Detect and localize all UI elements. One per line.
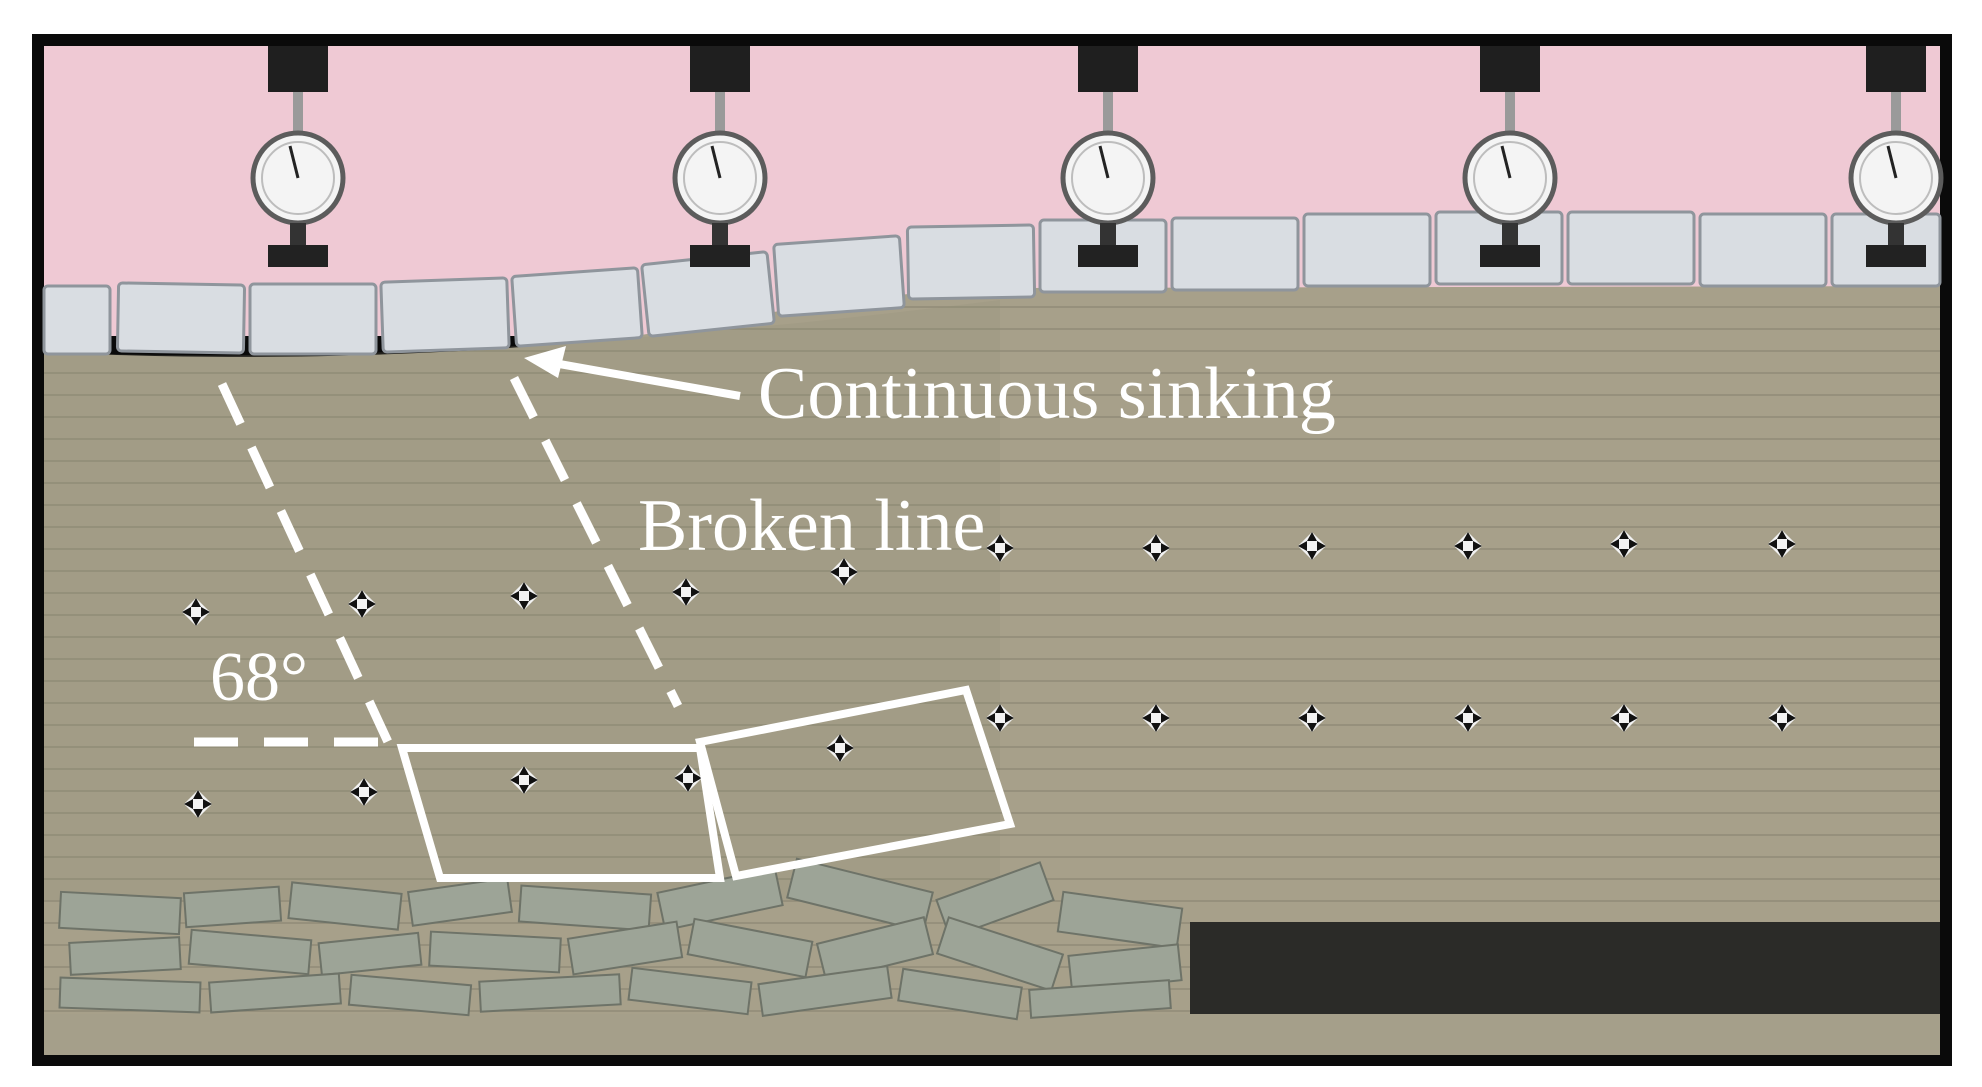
continuous-sinking-label: Continuous sinking — [758, 353, 1336, 435]
rock-block-outlines — [396, 685, 1016, 882]
sinking-arrow — [524, 346, 741, 400]
loading-blocks — [42, 210, 1942, 356]
broken-line-label: Broken line — [638, 485, 985, 567]
goaf-cavity — [1190, 922, 1940, 1014]
floor-strata — [44, 1014, 1940, 1055]
broken-line-markings — [194, 375, 683, 747]
rock-strata — [44, 286, 1940, 1055]
caved-rubble — [58, 857, 1184, 1021]
angle-label: 68° — [210, 639, 308, 716]
